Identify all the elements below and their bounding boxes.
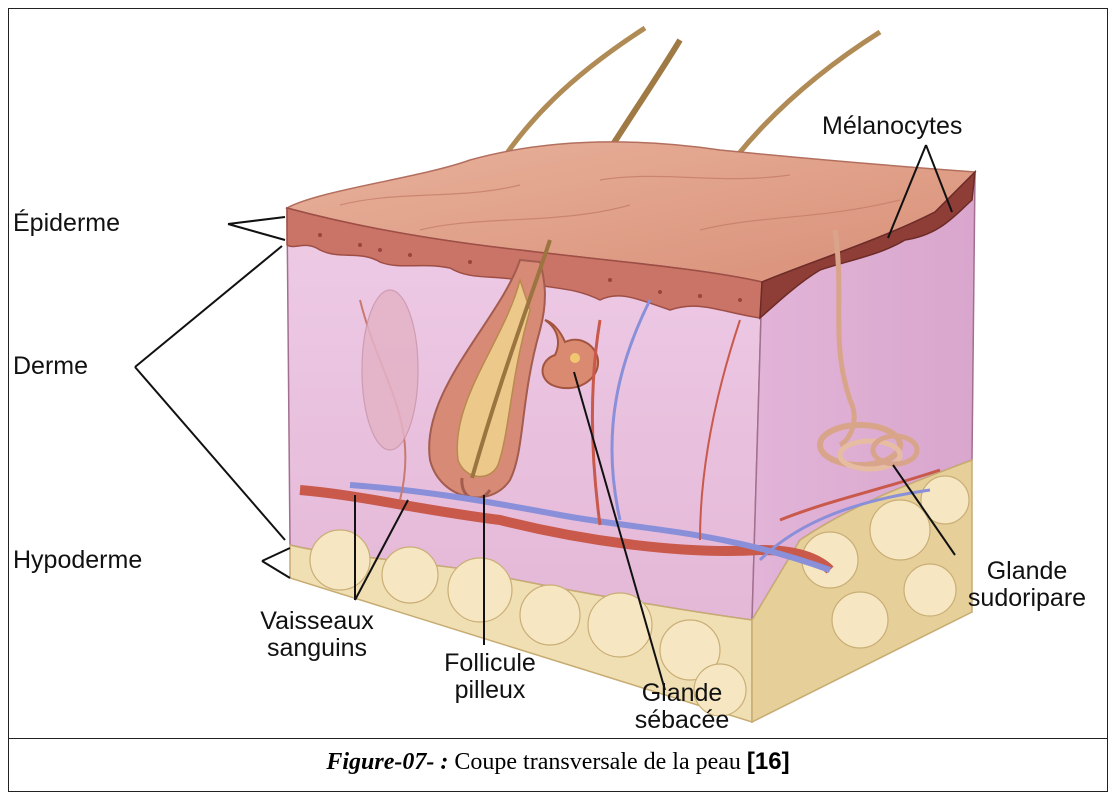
label-glande-sudoripare: Glande sudoripare xyxy=(942,558,1112,612)
caption-text: Coupe transversale de la peau xyxy=(448,749,747,775)
dermal-gland xyxy=(362,290,418,450)
label-epiderme: Épiderme xyxy=(13,210,120,237)
label-vaisseaux-sanguins: Vaisseaux sanguins xyxy=(232,608,402,662)
label-melanocytes: Mélanocytes xyxy=(822,113,962,140)
label-sebacee-line1: Glande xyxy=(612,680,752,707)
label-follicule-pilleux: Follicule pilleux xyxy=(410,650,570,704)
caption-figure-number: Figure-07- : xyxy=(326,749,448,775)
label-follicule-line2: pilleux xyxy=(410,677,570,704)
label-vaisseaux-line1: Vaisseaux xyxy=(232,608,402,635)
label-follicule-line1: Follicule xyxy=(410,650,570,677)
label-sudoripare-line2: sudoripare xyxy=(942,585,1112,612)
label-derme: Derme xyxy=(13,353,88,380)
label-sebacee-line2: sébacée xyxy=(612,707,752,734)
label-sudoripare-line1: Glande xyxy=(942,558,1112,585)
label-glande-sebacee: Glande sébacée xyxy=(612,680,752,734)
label-vaisseaux-line2: sanguins xyxy=(232,635,402,662)
caption-reference: [16] xyxy=(747,748,790,775)
figure-caption: Figure-07- : Coupe transversale de la pe… xyxy=(8,748,1108,776)
label-hypoderme: Hypoderme xyxy=(13,547,142,574)
